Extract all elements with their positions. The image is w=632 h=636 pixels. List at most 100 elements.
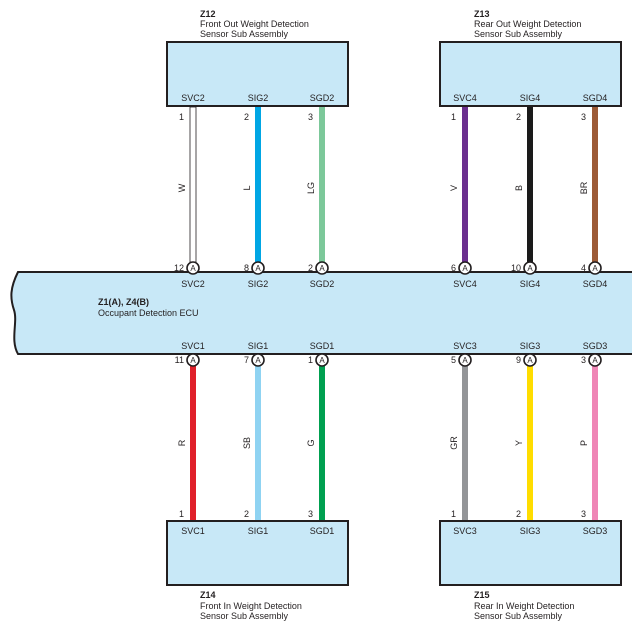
sensor-pin-sig3: 2: [516, 509, 521, 519]
connector-svc2: [186, 261, 200, 275]
ecu-box: [10, 271, 632, 355]
wire-svc3: [462, 366, 468, 520]
ecu-pin-sgd2: 2: [308, 263, 313, 273]
connector-letter-sgd2: A: [319, 264, 325, 273]
wire-group: A12SVC2SVC21WA8SIG2SIG22LA2SGD2SGD23LGA6…: [174, 93, 607, 536]
ecu-terminal-sgd1: SGD1: [310, 341, 335, 351]
wire-color-sgd4: BR: [579, 181, 589, 194]
connector-letter-sgd1: A: [319, 356, 325, 365]
ecu-terminal-svc3: SVC3: [453, 341, 477, 351]
z14-name-line2: Sensor Sub Assembly: [200, 611, 289, 621]
sensor-terminal-sgd3: SGD3: [583, 526, 608, 536]
ecu-terminal-sig3: SIG3: [520, 341, 541, 351]
ecu-terminal-sgd3: SGD3: [583, 341, 608, 351]
connector-letter-sig4: A: [527, 264, 533, 273]
sensor-pin-sig4: 2: [516, 112, 521, 122]
wire-color-sig4: B: [514, 185, 524, 191]
connector-letter-sgd3: A: [592, 356, 598, 365]
z14-name-line1: Front In Weight Detection: [200, 601, 302, 611]
connector-svc1: [186, 353, 200, 367]
connector-letter-sgd4: A: [592, 264, 598, 273]
wire-color-sgd3: P: [579, 440, 589, 446]
wire-sgd1: [319, 366, 325, 520]
wire-color-sgd1: G: [306, 439, 316, 446]
wire-color-svc4: V: [449, 185, 459, 191]
sensor-terminal-sgd4: SGD4: [583, 93, 608, 103]
sensor-pin-sig1: 2: [244, 509, 249, 519]
ecu-name: Occupant Detection ECU: [98, 308, 199, 318]
wire-svc2: [189, 106, 197, 263]
z12-name-line2: Sensor Sub Assembly: [200, 29, 289, 39]
connector-letter-sig1: A: [255, 356, 261, 365]
connector-svc4: [458, 261, 472, 275]
sensor-terminal-svc4: SVC4: [453, 93, 477, 103]
sensor-pin-svc1: 1: [179, 509, 184, 519]
connector-sig3: [523, 353, 537, 367]
connector-sgd3: [588, 353, 602, 367]
connector-sgd1: [315, 353, 329, 367]
z12-sensor-box: [166, 41, 349, 107]
connector-letter-svc1: A: [190, 356, 196, 365]
wire-svc1: [190, 366, 196, 520]
z12-code: Z12: [200, 9, 216, 19]
ecu-pin-sig2: 8: [244, 263, 249, 273]
connector-svc3: [458, 353, 472, 367]
wire-sig4: [527, 107, 533, 262]
z13-code: Z13: [474, 9, 490, 19]
wire-color-sig1: SB: [242, 437, 252, 449]
ecu-pin-svc4: 6: [451, 263, 456, 273]
wire-sgd2: [319, 107, 325, 262]
sensor-terminal-sgd2: SGD2: [310, 93, 335, 103]
connector-sig4: [523, 261, 537, 275]
connector-letter-svc2: A: [190, 264, 196, 273]
sensor-pin-svc3: 1: [451, 509, 456, 519]
connector-letter-svc4: A: [462, 264, 468, 273]
wire-sgd3: [592, 366, 598, 520]
wire-color-svc3: GR: [449, 436, 459, 450]
wire-svc4: [462, 107, 468, 262]
z15-name-line2: Sensor Sub Assembly: [474, 611, 563, 621]
z15-code: Z15: [474, 590, 490, 600]
sensor-terminal-svc1: SVC1: [181, 526, 205, 536]
ecu-pin-sgd4: 4: [581, 263, 586, 273]
z14-sensor-box: [166, 520, 349, 586]
wire-sig1: [255, 366, 261, 520]
wire-color-sig2: L: [242, 185, 252, 190]
z13-name-line2: Sensor Sub Assembly: [474, 29, 563, 39]
sensor-pin-svc2: 1: [179, 112, 184, 122]
ecu-pin-sgd3: 3: [581, 355, 586, 365]
ecu-terminal-sig4: SIG4: [520, 279, 541, 289]
sensor-terminal-svc2: SVC2: [181, 93, 205, 103]
z14-code: Z14: [200, 590, 216, 600]
sensor-pin-sig2: 2: [244, 112, 249, 122]
connector-sgd2: [315, 261, 329, 275]
wire-color-sig3: Y: [514, 440, 524, 446]
sensor-terminal-sgd1: SGD1: [310, 526, 335, 536]
sensor-terminal-sig3: SIG3: [520, 526, 541, 536]
ecu-pin-svc3: 5: [451, 355, 456, 365]
wire-color-sgd2: LG: [306, 182, 316, 194]
wire-color-svc2: W: [177, 183, 187, 192]
ecu-terminal-sgd4: SGD4: [583, 279, 608, 289]
ecu-terminal-sig1: SIG1: [248, 341, 269, 351]
ecu-pin-sig4: 10: [511, 263, 521, 273]
ecu-pin-sig3: 9: [516, 355, 521, 365]
connector-letter-sig2: A: [255, 264, 261, 273]
z13-name-line1: Rear Out Weight Detection: [474, 19, 581, 29]
ecu-terminal-sgd2: SGD2: [310, 279, 335, 289]
ecu-pin-sig1: 7: [244, 355, 249, 365]
sensor-pin-sgd2: 3: [308, 112, 313, 122]
sensor-terminal-sig4: SIG4: [520, 93, 541, 103]
sensor-terminal-svc3: SVC3: [453, 526, 477, 536]
connector-letter-svc3: A: [462, 356, 468, 365]
z12-name-line1: Front Out Weight Detection: [200, 19, 309, 29]
connector-sig1: [251, 353, 265, 367]
ecu-terminal-svc1: SVC1: [181, 341, 205, 351]
connector-letter-sig3: A: [527, 356, 533, 365]
sensor-terminal-sig1: SIG1: [248, 526, 269, 536]
wire-sig3: [527, 366, 533, 520]
ecu-pin-sgd1: 1: [308, 355, 313, 365]
ecu-pin-svc1: 11: [175, 355, 184, 365]
sensor-terminal-sig2: SIG2: [248, 93, 269, 103]
